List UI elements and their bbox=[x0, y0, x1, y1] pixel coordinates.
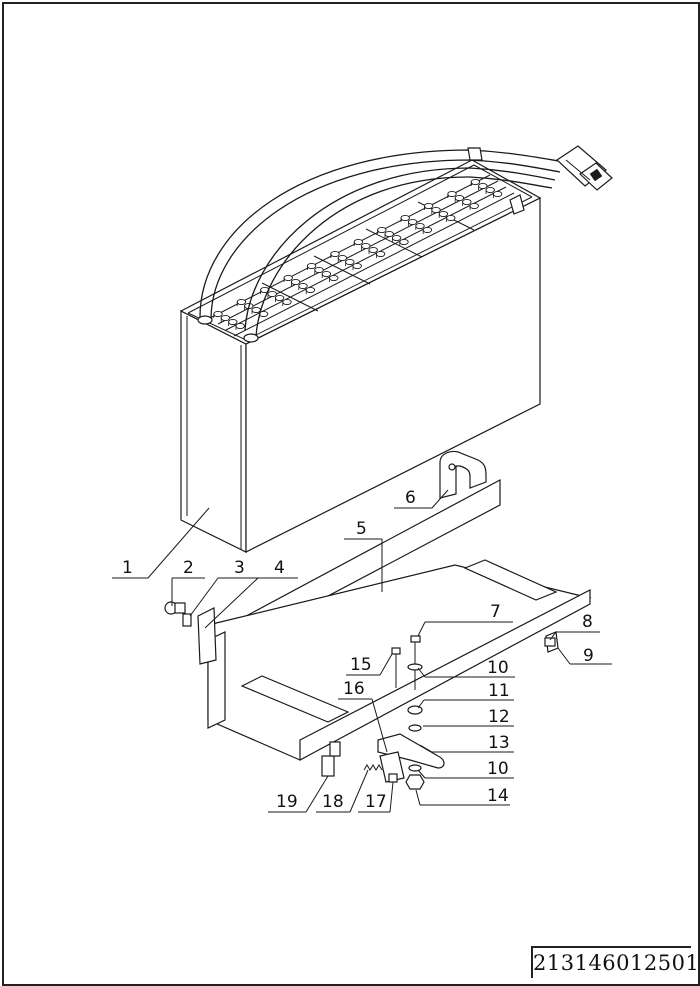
battery-connector-plug bbox=[556, 145, 613, 191]
callout-8: 8 bbox=[582, 612, 593, 632]
battery-terminal-post bbox=[422, 226, 433, 234]
battery-terminal-post bbox=[384, 230, 394, 238]
battery-terminal-post bbox=[290, 278, 301, 286]
callout-4: 4 bbox=[274, 558, 285, 578]
callout-5: 5 bbox=[356, 519, 367, 539]
battery-terminal-post bbox=[337, 254, 348, 262]
battery-terminal-post bbox=[415, 222, 425, 230]
battery-terminal-post bbox=[251, 306, 261, 314]
leader-lines bbox=[112, 489, 612, 813]
callout-2: 2 bbox=[183, 558, 194, 578]
battery-pack bbox=[179, 145, 613, 553]
battery-terminal-post bbox=[478, 182, 488, 190]
battery-terminal-post bbox=[407, 218, 418, 226]
battery-terminal-post bbox=[345, 258, 355, 266]
drawing-number-box: 213146012501 bbox=[531, 946, 699, 978]
battery-terminal-post bbox=[462, 198, 472, 206]
battery-terminal-post bbox=[391, 234, 402, 242]
battery-terminal-post bbox=[375, 250, 386, 258]
battery-terminal-post bbox=[283, 274, 293, 282]
callout-7: 7 bbox=[490, 602, 501, 622]
battery-terminal-post bbox=[431, 206, 441, 214]
callout-13: 13 bbox=[488, 733, 510, 753]
callout-labels: 1 2 3 4 5 6 7 8 9 10 11 12 13 10 14 15 1… bbox=[122, 488, 594, 812]
callout-12: 12 bbox=[488, 707, 510, 727]
battery-terminal-post bbox=[438, 210, 449, 218]
callout-10-lower: 10 bbox=[487, 759, 509, 779]
battery-terminal-post bbox=[274, 294, 285, 302]
battery-terminal-post bbox=[330, 250, 340, 258]
hardware-parts bbox=[164, 601, 556, 790]
battery-terminal-post bbox=[399, 238, 409, 246]
battery-terminal-post bbox=[368, 246, 378, 254]
callout-6: 6 bbox=[405, 488, 416, 508]
battery-terminal-post bbox=[314, 266, 324, 274]
battery-terminal-post bbox=[235, 322, 245, 330]
battery-terminal-post bbox=[329, 274, 339, 282]
battery-terminal-post bbox=[400, 214, 410, 222]
battery-terminal-post bbox=[447, 190, 457, 198]
callout-15: 15 bbox=[350, 655, 372, 675]
callout-14: 14 bbox=[487, 786, 509, 806]
battery-terminal-post bbox=[228, 318, 238, 326]
battery-terminal-post bbox=[321, 270, 332, 278]
battery-terminal-post bbox=[446, 214, 456, 222]
callout-1: 1 bbox=[122, 558, 133, 578]
callout-10-upper: 10 bbox=[487, 658, 509, 678]
battery-terminal-post bbox=[305, 286, 316, 294]
battery-terminal-post bbox=[267, 290, 277, 298]
battery-terminal-post bbox=[352, 262, 362, 270]
callout-18: 18 bbox=[322, 792, 344, 812]
callout-11: 11 bbox=[488, 681, 510, 701]
battery-terminal-post bbox=[485, 186, 495, 194]
battery-terminal-post bbox=[306, 262, 317, 270]
battery-terminal-post bbox=[213, 310, 223, 318]
battery-terminal-post bbox=[282, 298, 292, 306]
battery-terminal-post bbox=[470, 178, 481, 186]
callout-19: 19 bbox=[276, 792, 298, 812]
battery-terminals bbox=[213, 178, 503, 330]
battery-terminal-post bbox=[377, 226, 387, 234]
callout-16: 16 bbox=[343, 679, 365, 699]
callout-3: 3 bbox=[234, 558, 245, 578]
battery-terminal-post bbox=[236, 298, 247, 306]
battery-terminal-post bbox=[492, 190, 503, 198]
battery-terminal-post bbox=[353, 238, 364, 246]
callout-9: 9 bbox=[583, 646, 594, 666]
battery-terminal-post bbox=[298, 282, 308, 290]
battery-terminal-post bbox=[220, 314, 231, 322]
battery-terminal-post bbox=[361, 242, 371, 250]
battery-terminal-post bbox=[423, 202, 434, 210]
callout-17: 17 bbox=[365, 792, 387, 812]
battery-terminal-post bbox=[454, 194, 465, 202]
battery-tray bbox=[197, 450, 592, 777]
battery-terminal-post bbox=[469, 202, 479, 210]
